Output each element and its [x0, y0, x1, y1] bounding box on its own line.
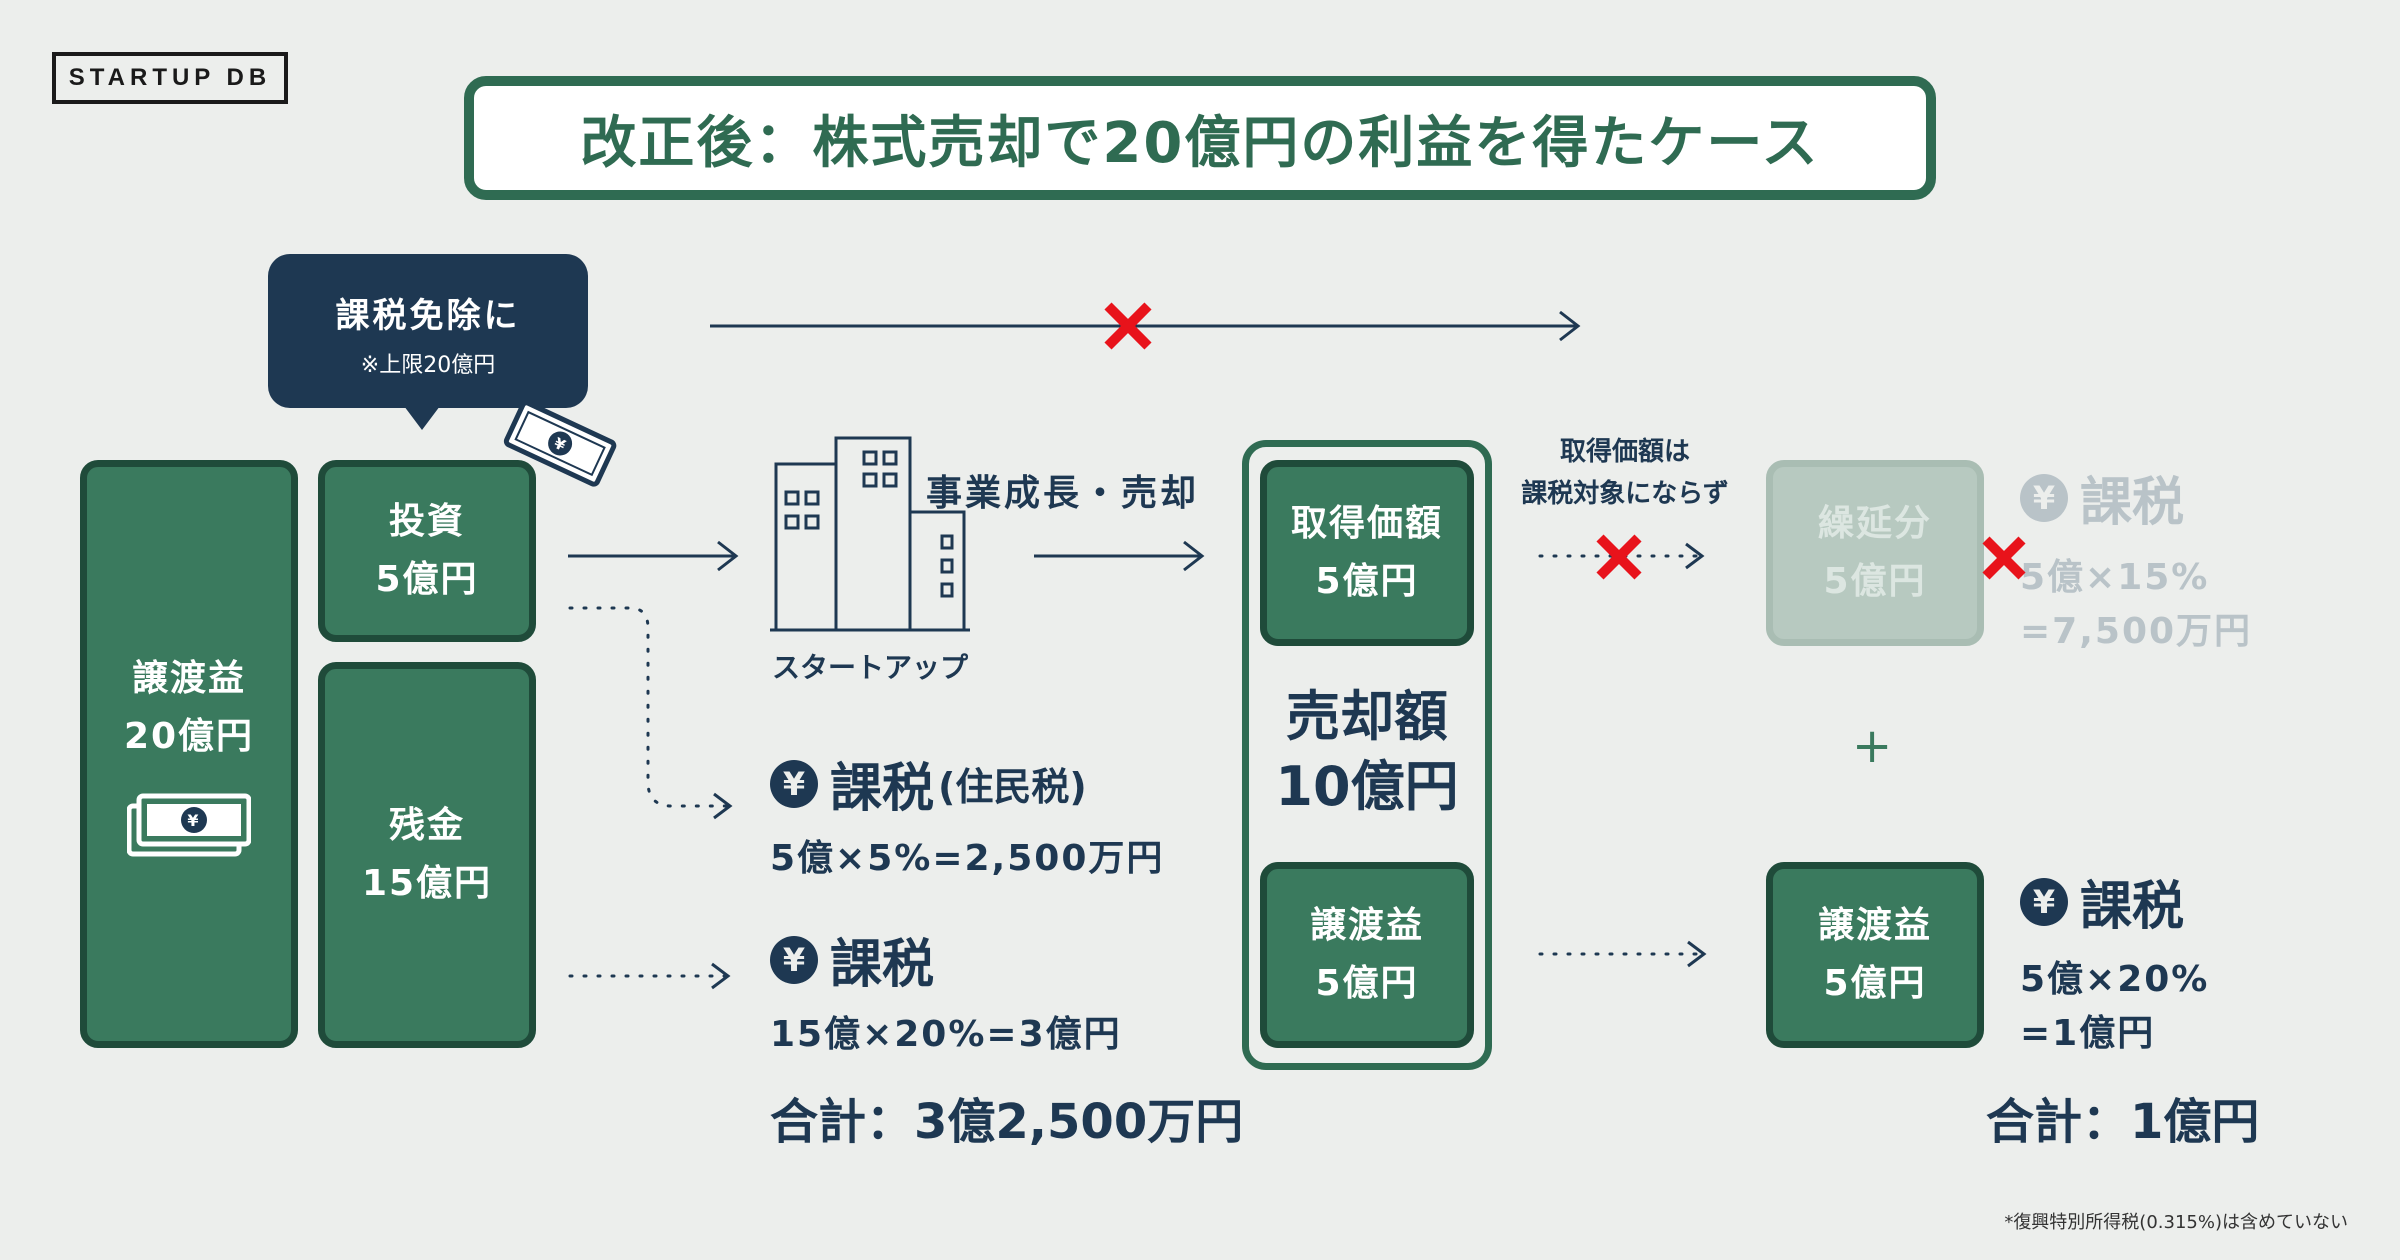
investment-box: 投資 5億円 [318, 460, 536, 642]
tax-deferred-block: ¥ 課税 5億×15% =7,500万円 [2020, 460, 2252, 659]
acquisition-note-line2: 課税対象にならず [1521, 478, 1729, 509]
tax-deferred-calc1: 5億×15% [2020, 557, 2210, 598]
callout-tail [404, 406, 440, 430]
gain-mid-box: 譲渡益 5億円 [1260, 862, 1474, 1048]
red-cross-icon [1596, 534, 1642, 580]
acquisition-note-line1: 取得価額は [1559, 437, 1690, 467]
total-left: 合計：3億2,500万円 [770, 1094, 1244, 1150]
tax-remainder-head: 課税 [830, 935, 935, 995]
acquisition-value: 5億円 [1315, 561, 1419, 602]
gain-right-box: 譲渡益 5億円 [1766, 862, 1984, 1048]
banknote-icon: ¥ [503, 400, 617, 487]
yen-icon: ¥ [2020, 877, 2068, 926]
sale-amount: 売却額 10億円 [1242, 682, 1492, 822]
tax-gain-calc2: =1億円 [2020, 1013, 2156, 1054]
deferred-label: 繰延分 [1817, 503, 1932, 545]
tax-deferred-head: 課税 [2080, 473, 2185, 533]
gain-mid-label: 譲渡益 [1309, 905, 1424, 947]
remainder-value: 15億円 [361, 863, 493, 904]
tax-deferred-calc2: =7,500万円 [2020, 611, 2253, 652]
remainder-label: 残金 [388, 805, 465, 847]
startup-building-icon [770, 436, 970, 632]
yen-icon: ¥ [2020, 473, 2068, 522]
dotted-arrow-resident-tax [568, 606, 733, 820]
sale-label: 売却額 [1286, 685, 1448, 748]
tax-resident-calc: 5億×5%=2,500万円 [770, 838, 1165, 879]
transfer-total-label: 譲渡益 [131, 658, 246, 700]
callout-title: 課税免除に [335, 296, 521, 336]
acquisition-note: 取得価額は 課税対象にならず [1490, 432, 1760, 515]
transfer-total-box: 譲渡益 20億円 ¥ [80, 460, 298, 1048]
footnote: *復興特別所得税(0.315%)は含めていない [2004, 1212, 2348, 1233]
dotted-arrow-remainder-tax [568, 962, 731, 990]
arrow-investment-startup [568, 540, 739, 572]
startup-label: スタートアップ [772, 651, 969, 684]
investment-label: 投資 [388, 501, 465, 543]
red-cross-icon [1104, 302, 1152, 350]
sale-group-border [1242, 440, 1492, 1070]
remainder-box: 残金 15億円 [318, 662, 536, 1048]
startup-db-logo: STARTUP DB [52, 52, 288, 104]
dotted-arrow-gain [1538, 940, 1707, 968]
yen-icon: ¥ [770, 759, 818, 808]
red-cross-icon [1982, 536, 2026, 580]
yen-icon: ¥ [770, 935, 818, 984]
tax-remainder-block: ¥ 課税 15億×20%=3億円 [770, 922, 1122, 1057]
tax-resident-head: 課税 [830, 759, 935, 819]
top-arrow [710, 310, 1581, 342]
tax-resident-block: ¥ 課税 (住民税) 5億×5%=2,500万円 [770, 746, 1164, 881]
tax-resident-sub: (住民税) [938, 765, 1087, 809]
tax-gain-block: ¥ 課税 5億×20% =1億円 [2020, 864, 2209, 1061]
tax-exemption-callout: 課税免除に ※上限20億円 [268, 254, 588, 408]
tax-gain-head: 課税 [2080, 877, 2185, 937]
callout-note: ※上限20億円 [360, 353, 496, 378]
dotted-arrow-acq-deferred [1538, 542, 1705, 570]
deferred-box: 繰延分 5億円 [1766, 460, 1984, 646]
investment-value: 5億円 [375, 559, 479, 600]
transfer-total-value: 20億円 [123, 716, 255, 757]
plus-sign: + [1852, 718, 1893, 774]
acquisition-cost-box: 取得価額 5億円 [1260, 460, 1474, 646]
tax-remainder-calc: 15億×20%=3億円 [770, 1014, 1122, 1055]
gain-right-label: 譲渡益 [1817, 905, 1932, 947]
svg-text:¥: ¥ [187, 811, 200, 830]
gain-right-value: 5億円 [1823, 963, 1927, 1004]
arrow-startup-acquisition [1034, 540, 1205, 572]
total-right: 合計：1億円 [1986, 1094, 2260, 1150]
growth-sale-label: 事業成長・売却 [926, 473, 1200, 514]
page-title: 改正後：株式売却で20億円の利益を得たケース [464, 76, 1936, 200]
gain-mid-value: 5億円 [1315, 963, 1419, 1004]
tax-gain-calc1: 5億×20% [2020, 959, 2210, 1000]
banknote-icon: ¥ [127, 793, 251, 857]
deferred-value: 5億円 [1823, 561, 1927, 602]
sale-value: 10億円 [1275, 755, 1459, 819]
acquisition-label: 取得価額 [1290, 503, 1443, 545]
